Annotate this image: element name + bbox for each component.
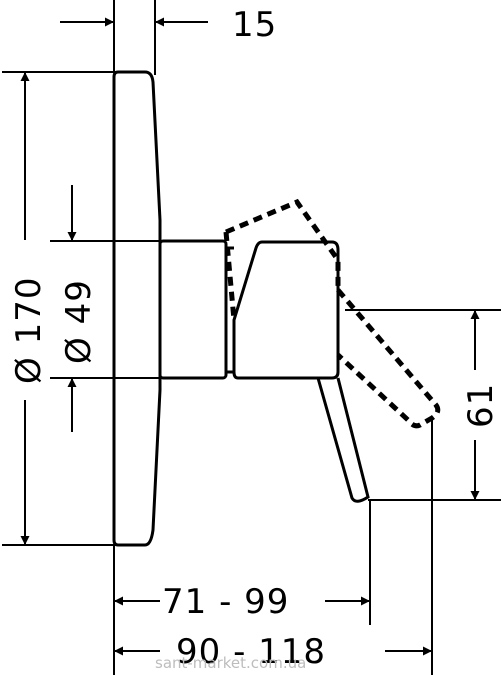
dim-diameter-inner-label: Ø 49: [59, 279, 99, 364]
dim-lever-height-label: 61: [461, 383, 501, 428]
wall-plate: [112, 70, 162, 547]
dim-lever-reach-label: 71 - 99: [162, 582, 289, 622]
watermark: sant-market.com.ua: [155, 654, 306, 672]
dim-overall-reach-label: 90 - 118: [176, 632, 326, 672]
dim-top-offset: [60, 0, 208, 75]
dim-diameter-inner: [50, 185, 160, 432]
valve-body: [158, 239, 234, 380]
lever-handle: [232, 240, 370, 503]
dim-lever-height: [345, 309, 501, 501]
dim-height-total-label: Ø 170: [9, 277, 49, 384]
lever-handle-alt-position: [223, 198, 441, 429]
dim-top-offset-label: 15: [232, 5, 277, 45]
dim-height-total: [2, 71, 118, 546]
